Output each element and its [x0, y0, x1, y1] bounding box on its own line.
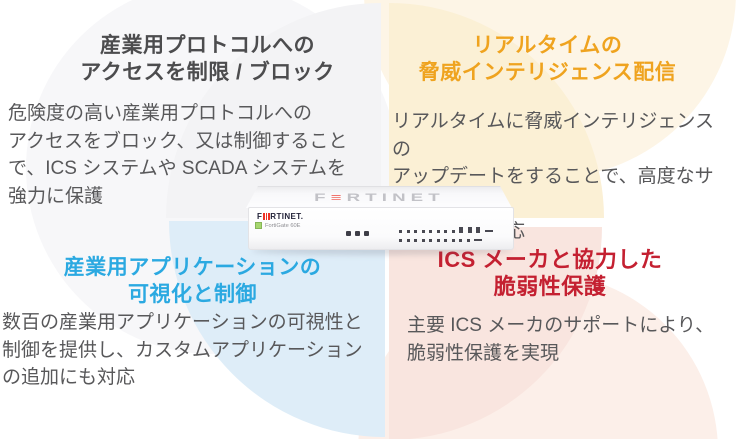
port-led [399, 239, 402, 242]
body-line: アクセスをブロック、又は制御すること [8, 130, 348, 152]
port-led [474, 239, 482, 241]
model-label: FortiGate 60E [265, 222, 301, 229]
port-led [421, 230, 425, 233]
fortinet-gate-mark-icon: ≡ [330, 191, 347, 204]
heading-line: アクセスを制限 / ブロック [80, 61, 335, 84]
port-row-2 [399, 236, 493, 242]
heading-line: ICS メーカと協力した [437, 247, 663, 272]
port-led [414, 230, 417, 233]
heading-line: 脆弱性保護 [493, 274, 607, 299]
heading-threat-intelligence: リアルタイムの 脅威インテリジェンス配信 [390, 32, 705, 86]
heading-app-visibility: 産業用アプリケーションの 可視化と制御 [20, 254, 365, 308]
body-app-visibility: 数百の産業用アプリケーションの可視性と 制御を提供し、カスタムアプリケーション … [2, 309, 387, 392]
port-led [444, 230, 447, 233]
port-led [459, 227, 463, 233]
body-ics-vendor: 主要 ICS メーカのサポートにより、 脆弱性保護を実現 [407, 312, 742, 367]
port-led [444, 239, 447, 242]
port-led [429, 230, 432, 233]
port-led [484, 230, 493, 232]
body-line: の追加にも対応 [2, 367, 136, 388]
model-row: FortiGate 60E [255, 222, 302, 229]
quarter-disc-bottom-right [389, 227, 602, 439]
status-led [255, 222, 262, 229]
body-line: 数百の産業用アプリケーションの可視性と [2, 312, 363, 333]
port-led [399, 230, 402, 233]
fortinet-embossed-logo: F≡RTINET [313, 191, 445, 204]
heading-line: 産業用プロトコルへの [100, 34, 315, 57]
port-led [436, 230, 440, 233]
body-line: リアルタイムに脅威インテリジェンスの [392, 111, 715, 160]
heading-restrict-protocols: 産業用プロトコルへの アクセスを制限 / ブロック [10, 32, 405, 86]
port-led [459, 239, 462, 242]
body-line: で、ICS システムや SCADA システムを [8, 158, 347, 179]
port-led [466, 239, 470, 242]
body-line: 主要 ICS メーカのサポートにより、 [407, 315, 715, 336]
port-led [451, 239, 455, 242]
port-led [476, 227, 480, 233]
quarter-disc-bottom-left [169, 221, 385, 437]
console-usb-ports [346, 231, 369, 236]
body-line: 危険度の高い産業用プロトコルへの [8, 103, 313, 124]
heading-ics-vendor: ICS メーカと協力した 脆弱性保護 [390, 246, 710, 300]
body-line: 強力に保護 [8, 185, 104, 207]
body-line: 脆弱性保護を実現 [407, 342, 560, 364]
heading-line: リアルタイムの [472, 34, 623, 57]
port-row-1 [399, 227, 493, 233]
heading-line: 可視化と制御 [128, 283, 257, 306]
device-shadow [252, 246, 512, 255]
port-led [451, 230, 455, 233]
device-top-face: F≡RTINET [246, 186, 512, 208]
body-restrict-protocols: 危険度の高い産業用プロトコルへの アクセスをブロック、又は制御すること で、IC… [8, 100, 378, 210]
heading-line: 産業用アプリケーションの [63, 256, 322, 279]
port-led [421, 239, 425, 242]
port-led [467, 227, 472, 233]
quarter-disc-top-right [389, 3, 604, 218]
port-led [406, 239, 410, 242]
body-line: 制御を提供し、カスタムアプリケーション [2, 339, 363, 361]
port-led [436, 239, 440, 242]
quarter-disc-top-left [166, 3, 381, 218]
heading-line: 脅威インテリジェンス配信 [418, 61, 677, 84]
port-led [406, 230, 410, 233]
port-led [414, 239, 417, 242]
fortinet-gate-icon [262, 213, 270, 220]
port-led [429, 239, 432, 242]
ethernet-port-leds [399, 227, 493, 245]
